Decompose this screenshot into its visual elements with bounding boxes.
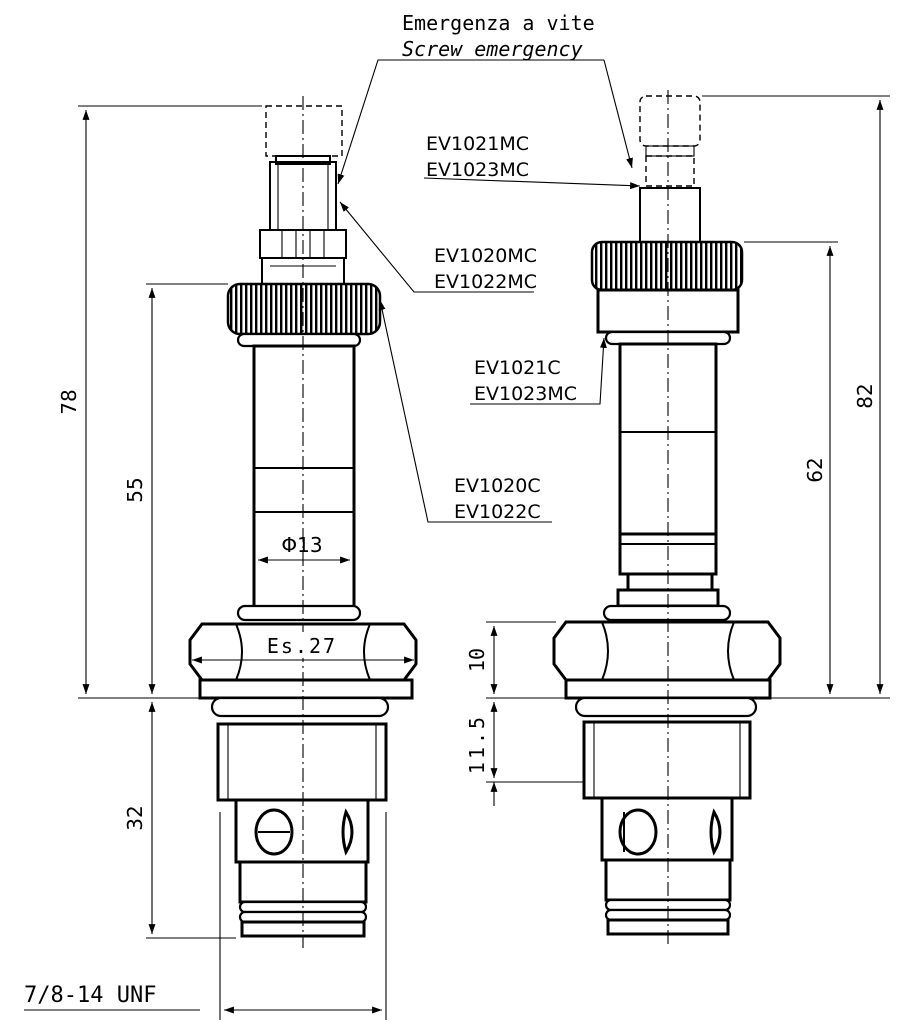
label-ev1021mc: EV1021MC [426,133,529,155]
left-valve [188,96,418,948]
dim-hex: Es.27 [267,634,337,658]
right-dimensions [486,95,890,806]
label-emergenza: Emergenza a vite [402,11,595,35]
label-ev1022mc: EV1022MC [434,271,537,293]
left-dimensions [24,105,414,1020]
right-cartridge [582,720,752,800]
dim-left-32: 32 [123,805,147,830]
label-ev1020c: EV1020C [454,475,541,497]
dim-left-55: 55 [123,477,147,502]
label-screw-emergency: Screw emergency [402,37,583,61]
dim-right-62: 62 [803,457,827,482]
left-knurled-nut [226,282,382,336]
left-cartridge [216,722,388,802]
right-emergency-cap [639,95,701,147]
leader-lines [337,59,641,523]
label-ev1023mc-top: EV1023MC [426,159,529,181]
right-valve [552,90,782,946]
left-emergency-cap [265,105,343,157]
dim-right-10: 10 [465,648,489,672]
label-ev1023mc-mid: EV1023MC [474,383,577,405]
right-knurled-nut [590,240,744,292]
left-tube [252,344,356,610]
right-hex-nut [552,620,782,682]
dim-left-78: 78 [57,389,81,414]
label-ev1021c: EV1021C [474,357,561,379]
label-thread: 7/8-14 UNF [24,983,156,1008]
dim-right-11-5: 11.5 [465,714,489,774]
dim-right-82: 82 [853,383,877,408]
label-ev1020mc: EV1020MC [434,245,537,267]
right-stem [639,187,701,243]
label-ev1022c: EV1022C [454,501,541,523]
dim-diameter: Φ13 [281,533,322,557]
text-layer: Emergenza a vite Screw emergency EV1021M… [24,11,877,1008]
